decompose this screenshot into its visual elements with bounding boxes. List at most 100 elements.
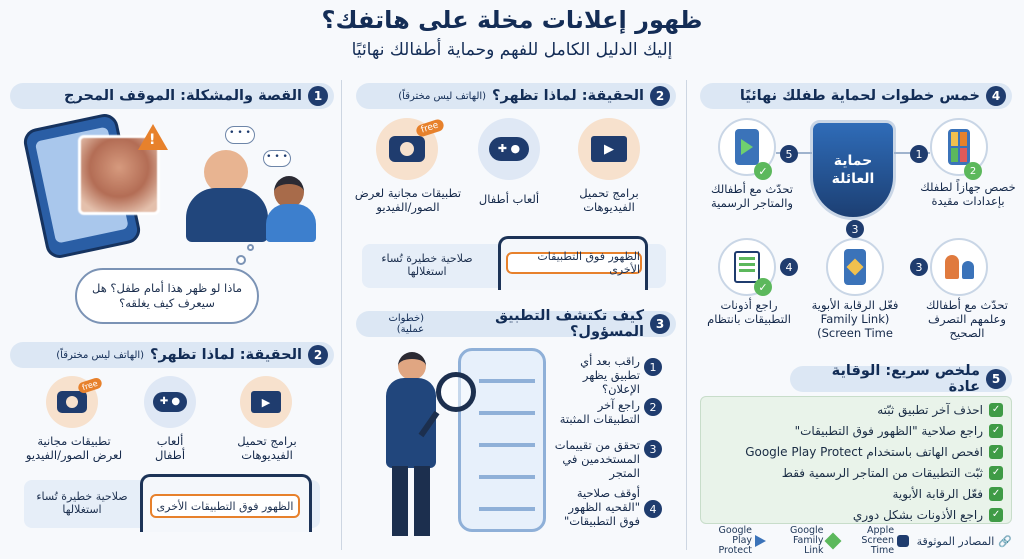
magnifier-icon xyxy=(436,372,476,412)
source-play-protect: Google Play Protect xyxy=(718,525,753,556)
free-apps-label: تطبيقات مجانية لعرض الصور/الفيديو xyxy=(354,186,462,214)
summary-checklist: ✓احذف آخر تطبيق ثبّته ✓راجع صلاحية "الظه… xyxy=(700,396,1012,524)
section1-title: القصة والمشكلة: الموقف المحرج xyxy=(64,88,302,104)
section1-header: 1 القصة والمشكلة: الموقف المحرج xyxy=(10,83,334,109)
kids-games-label: ألعاب أطفال xyxy=(154,434,186,462)
summary-item: ✓احذف آخر تطبيق ثبّته xyxy=(701,399,1011,420)
family-link-icon xyxy=(826,238,884,296)
section2-note: (الهاتف ليس مخترقاً) xyxy=(398,90,487,102)
check-badge: 2 xyxy=(964,162,982,180)
speech-bubble-adult: • • • xyxy=(225,126,255,144)
section2-note: (الهاتف ليس مخترقاً) xyxy=(56,349,145,361)
step-label: تحقق من تقييمات المستخدمين في المتجر xyxy=(554,438,640,480)
section3-header: 3 كيف تكتشف التطبيق المسؤول؟ (خطوات عملي… xyxy=(356,308,676,340)
step-label: تحدّث مع أطفالك والمتاجر الرسمية xyxy=(711,182,793,210)
section2-header: 2 الحقيقة: لماذا تظهر؟ (الهاتف ليس مخترق… xyxy=(356,83,676,109)
step-number: 3 xyxy=(910,258,928,276)
gamepad-icon: ✚ ● xyxy=(144,376,196,428)
thought-dot xyxy=(247,244,254,251)
section2-title: الحقيقة: لماذا تظهر؟ xyxy=(492,88,644,104)
danger-text-left: صلاحية خطيرة تُساء استغلالها xyxy=(36,490,128,516)
phone-illustration xyxy=(458,348,546,532)
kids-games-label: ألعاب أطفال xyxy=(478,192,540,206)
step-label: راقب بعد أي تطبيق يظهر الإعلان؟ xyxy=(580,354,640,396)
section5-header: 5 ملخص سريع: الوقاية عادة xyxy=(790,363,1012,395)
step-number: 1 xyxy=(910,145,928,163)
check-icon: ✓ xyxy=(989,486,1003,501)
video-icon: ▶ xyxy=(240,376,292,428)
check-icon: ✓ xyxy=(989,423,1003,438)
summary-item: ✓راجع الأذونات بشكل دوري xyxy=(701,504,1011,525)
video-apps-label: برامج تحميل الفيديوهات xyxy=(579,186,639,214)
overlay-pill-left: الظهور فوق التطبيقات الأخرى xyxy=(150,494,300,518)
section2-title: الحقيقة: لماذا تظهر؟ xyxy=(150,347,302,363)
video-icon: ▶ xyxy=(578,118,640,180)
shield-icon: حماية العائلة xyxy=(810,120,896,220)
thought-bubble: ماذا لو ظهر هذا أمام طفل؟ هل سيعرف كيف ي… xyxy=(75,268,259,324)
summary-item: ✓فعّل الرقابة الأبوية xyxy=(701,483,1011,504)
divider-right xyxy=(686,80,687,550)
adult-head xyxy=(204,150,248,194)
section2-number: 2 xyxy=(308,345,328,365)
summary-item: ✓ثبّت التطبيقات من المتاجر الرسمية فقط xyxy=(701,462,1011,483)
step-label: راجع آخر التطبيقات المثبتة xyxy=(559,398,640,426)
section5-number: 5 xyxy=(986,369,1006,389)
family-link-logo-icon xyxy=(824,532,842,550)
check-icon: ✓ xyxy=(989,402,1003,417)
man-leg xyxy=(414,466,430,536)
play-protect-icon xyxy=(755,535,767,547)
step-label: خصص جهازاً لطفلك بإعدادات مقيدة xyxy=(920,180,1016,208)
overlay-pill: الظهور فوق التطبيقات الأخرى xyxy=(506,250,642,276)
adult-body xyxy=(186,188,268,242)
free-apps-label: تطبيقات مجانية لعرض الصور/الفيديو xyxy=(25,434,123,462)
thought-bubble-text: ماذا لو ظهر هذا أمام طفل؟ هل سيعرف كيف ي… xyxy=(92,281,242,310)
step-label: تحدّث مع أطفالك وعلمهم التصرف الصحيح xyxy=(926,298,1008,340)
check-icon: ✓ xyxy=(754,162,772,180)
step-number: 1 xyxy=(644,358,662,376)
page-subtitle: إليك الدليل الكامل للفهم وحماية أطفالك ن… xyxy=(351,40,673,60)
section4-header: 4 خمس خطوات لحماية طفلك نهائيًا xyxy=(700,83,1012,109)
section1-number: 1 xyxy=(308,86,328,106)
step-number: 3 xyxy=(644,440,662,458)
link-icon: 🔗 xyxy=(998,534,1012,548)
phone-apps-icon xyxy=(930,118,988,176)
apple-screen-time-icon xyxy=(897,535,910,547)
shield-text: حماية العائلة xyxy=(831,153,875,187)
check-icon: ✓ xyxy=(989,507,1003,522)
step-label: راجع أذونات التطبيقات بانتظام xyxy=(707,298,791,326)
thought-dot xyxy=(236,255,246,265)
summary-item: ✓افحص الهاتف باستخدام Google Play Protec… xyxy=(701,441,1011,462)
section2-number: 2 xyxy=(650,86,670,106)
warning-mark: ! xyxy=(149,132,156,148)
play-store-icon xyxy=(718,118,776,176)
source-apple-screen-time: Apple Screen Time xyxy=(861,525,895,556)
man-head xyxy=(398,352,426,380)
danger-text: صلاحية خطيرة تُساء استغلالها xyxy=(381,252,473,278)
warning-icon xyxy=(138,124,168,150)
summary-item: ✓راجع صلاحية "الظهور فوق التطبيقات" xyxy=(701,420,1011,441)
sources-label: المصادر الموثوقة xyxy=(916,534,995,548)
step-number: 3 xyxy=(846,220,864,238)
step-number: 4 xyxy=(780,258,798,276)
step-label: أوقف صلاحية "القحيه الظهور فوق التطبيقات… xyxy=(564,486,640,528)
section4-title: خمس خطوات لحماية طفلك نهائيًا xyxy=(739,88,980,104)
section3-note: (خطوات عملية) xyxy=(388,313,425,335)
page-title: ظهور إعلانات مخلة على هاتفك؟ xyxy=(321,6,703,34)
section2-header-left: 2 الحقيقة: لماذا تظهر؟ (الهاتف ليس مخترق… xyxy=(10,342,334,368)
speech-bubble-child: • • • xyxy=(263,150,291,167)
video-apps-label: برامج تحميل الفيديوهات xyxy=(237,434,297,462)
check-icon: ✓ xyxy=(989,444,1003,459)
family-talk-icon xyxy=(930,238,988,296)
check-icon: ✓ xyxy=(989,465,1003,480)
section3-title: كيف تكتشف التطبيق المسؤول؟ xyxy=(495,308,644,340)
man-leg xyxy=(392,466,408,536)
section5-title: ملخص سريع: الوقاية عادة xyxy=(831,363,980,395)
gamepad-icon: ✚ ● xyxy=(478,118,540,180)
child-head xyxy=(274,176,304,208)
source-family-link: Google Family Link xyxy=(790,525,824,556)
sources-row: 🔗المصادر الموثوقة Apple Screen Time Goog… xyxy=(700,526,1012,556)
check-icon: ✓ xyxy=(754,278,772,296)
step-number: 2 xyxy=(644,398,662,416)
step-number: 5 xyxy=(780,145,798,163)
section4-number: 4 xyxy=(986,86,1006,106)
